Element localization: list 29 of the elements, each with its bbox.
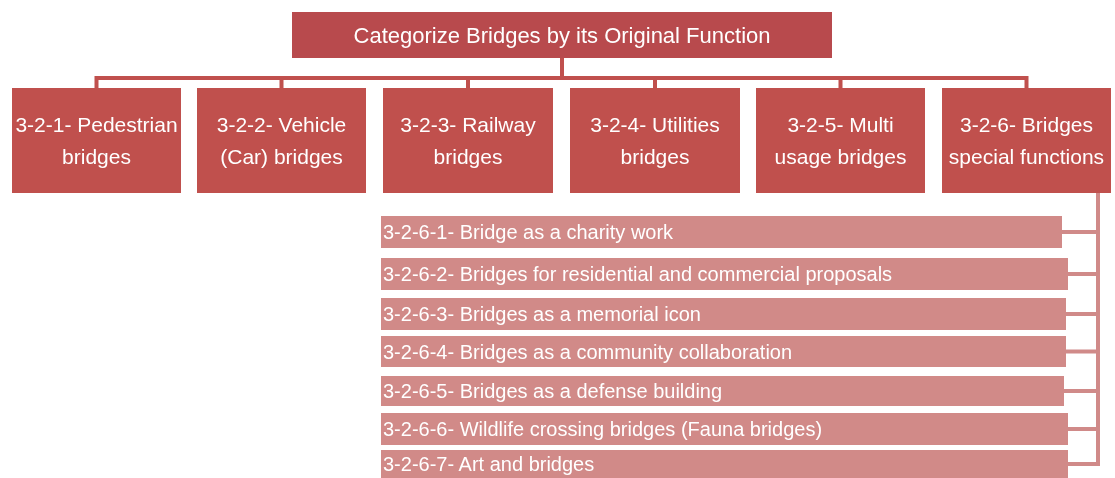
box-label: Categorize Bridges by its Original Function bbox=[353, 21, 771, 50]
box-label: 3-2-6-3- Bridges as a memorial icon bbox=[383, 302, 701, 327]
category-box bbox=[756, 88, 925, 193]
box-label: 3-2-4- Utilities bridges bbox=[589, 112, 721, 170]
box-label: 3-2-5- Multi usage bridges bbox=[773, 112, 908, 170]
box-label: 3-2-1- Pedestrian bridges bbox=[15, 112, 178, 170]
box-label: 3-2-6-7- Art and bridges bbox=[383, 452, 595, 477]
box-label: 3-2-6- Bridges special functions bbox=[947, 112, 1106, 170]
title-box bbox=[292, 12, 832, 58]
box-label: 3-2-6-6- Wildlife crossing bridges (Fauna bridges) bbox=[383, 417, 823, 442]
subcategory-bar bbox=[381, 376, 1064, 406]
subcategory-bar bbox=[381, 216, 1062, 248]
category-box bbox=[197, 88, 366, 193]
box-label: 3-2-3- Railway bridges bbox=[399, 112, 537, 170]
category-box bbox=[942, 88, 1111, 193]
subcategory-bar bbox=[381, 258, 1068, 290]
box-label: 3-2-6-2- Bridges for residential and commercial proposals bbox=[383, 262, 893, 287]
connector-line bbox=[560, 58, 1029, 88]
box-label: 3-2-6-1- Bridge as a charity work bbox=[383, 220, 674, 245]
category-box bbox=[12, 88, 181, 193]
box-label: 3-2-6-5- Bridges as a defense building bbox=[383, 379, 723, 404]
subcategory-bar bbox=[381, 413, 1068, 445]
category-box bbox=[570, 88, 740, 193]
box-label: 3-2-2- Vehicle (Car) bridges bbox=[215, 112, 348, 170]
category-box bbox=[383, 88, 553, 193]
subcategory-bar bbox=[381, 450, 1068, 478]
subcategory-bar bbox=[381, 336, 1066, 367]
subcategory-bar bbox=[381, 298, 1066, 330]
box-label: 3-2-6-4- Bridges as a community collaboration bbox=[383, 339, 793, 365]
